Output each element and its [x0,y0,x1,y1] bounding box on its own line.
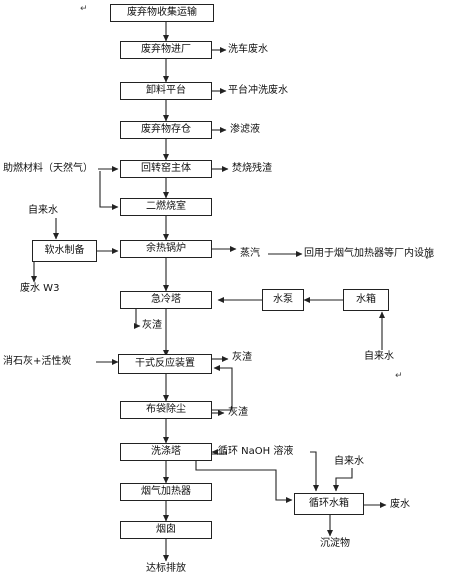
return-mark-2: ↵ [425,253,433,263]
tap-water-label-2: 自来水 [364,351,394,362]
platform-wash-water-label: 平台冲洗废水 [228,85,288,96]
water-pump-box: 水泵 [262,289,304,311]
circulating-tank-box: 循环水箱 [294,493,364,515]
ash-label-3: 灰渣 [228,407,248,418]
arrow-bagfilter-recycle [212,365,233,411]
rotary-kiln-box: 回转窑主体 [120,160,212,178]
ash-label-2: 灰渣 [232,352,252,363]
arrow-tap-to-circ-tank [333,468,353,492]
vehicle-wash-water-label: 洗车废水 [228,44,268,55]
ash-label-1: 灰渣 [142,320,162,331]
steam-use-label: 回用于烟气加热器等厂内设施 [304,248,434,259]
tap-water-label-3: 自来水 [334,456,364,467]
return-mark-1: ↵ [80,4,88,14]
naoh-label: 循环 NaOH 溶液 [218,446,294,457]
waste-water-label: 废水 [390,499,410,510]
unloading-platform-box: 卸料平台 [120,82,212,100]
water-tank-box: 水箱 [343,289,389,311]
waste-collection-box: 废弃物收集运输 [110,4,214,22]
arrow-fuel-to-secondary [99,171,119,210]
arrow-quench-to-ash [134,309,141,329]
aux-fuel-label: 助燃材料（天然气） [3,163,93,174]
steam-label: 蒸汽 [240,248,260,259]
waste-entry-box: 废弃物进厂 [120,41,212,59]
sediment-label: 沉淀物 [320,538,350,549]
secondary-chamber-box: 二燃烧室 [120,198,212,216]
discharge-label: 达标排放 [146,563,186,574]
arrow-washing-to-naoh-loop [212,452,227,455]
return-mark-3: ↵ [395,371,403,381]
waste-heat-boiler-box: 余热锅炉 [120,240,212,258]
soft-water-prep-box: 软水制备 [32,240,97,262]
waste-storage-box: 废弃物存仓 [120,121,212,139]
waste-water-w3-label: 废水 W3 [20,283,60,294]
lime-carbon-label: 消石灰+活性炭 [3,356,72,367]
flue-gas-heater-box: 烟气加热器 [120,483,212,501]
bag-filter-box: 布袋除尘 [120,401,212,419]
arrow-naoh-to-tank [310,451,319,492]
leachate-label: 渗滤液 [230,124,260,135]
quench-tower-box: 急冷塔 [120,291,212,309]
chimney-box: 烟囱 [120,521,212,539]
dry-reactor-box: 干式反应装置 [118,354,212,374]
tap-water-label-1: 自来水 [28,205,58,216]
washing-tower-box: 洗涤塔 [120,443,212,461]
arrow-washing-to-circ-tank [195,461,293,503]
slag-label: 焚烧残渣 [232,163,272,174]
